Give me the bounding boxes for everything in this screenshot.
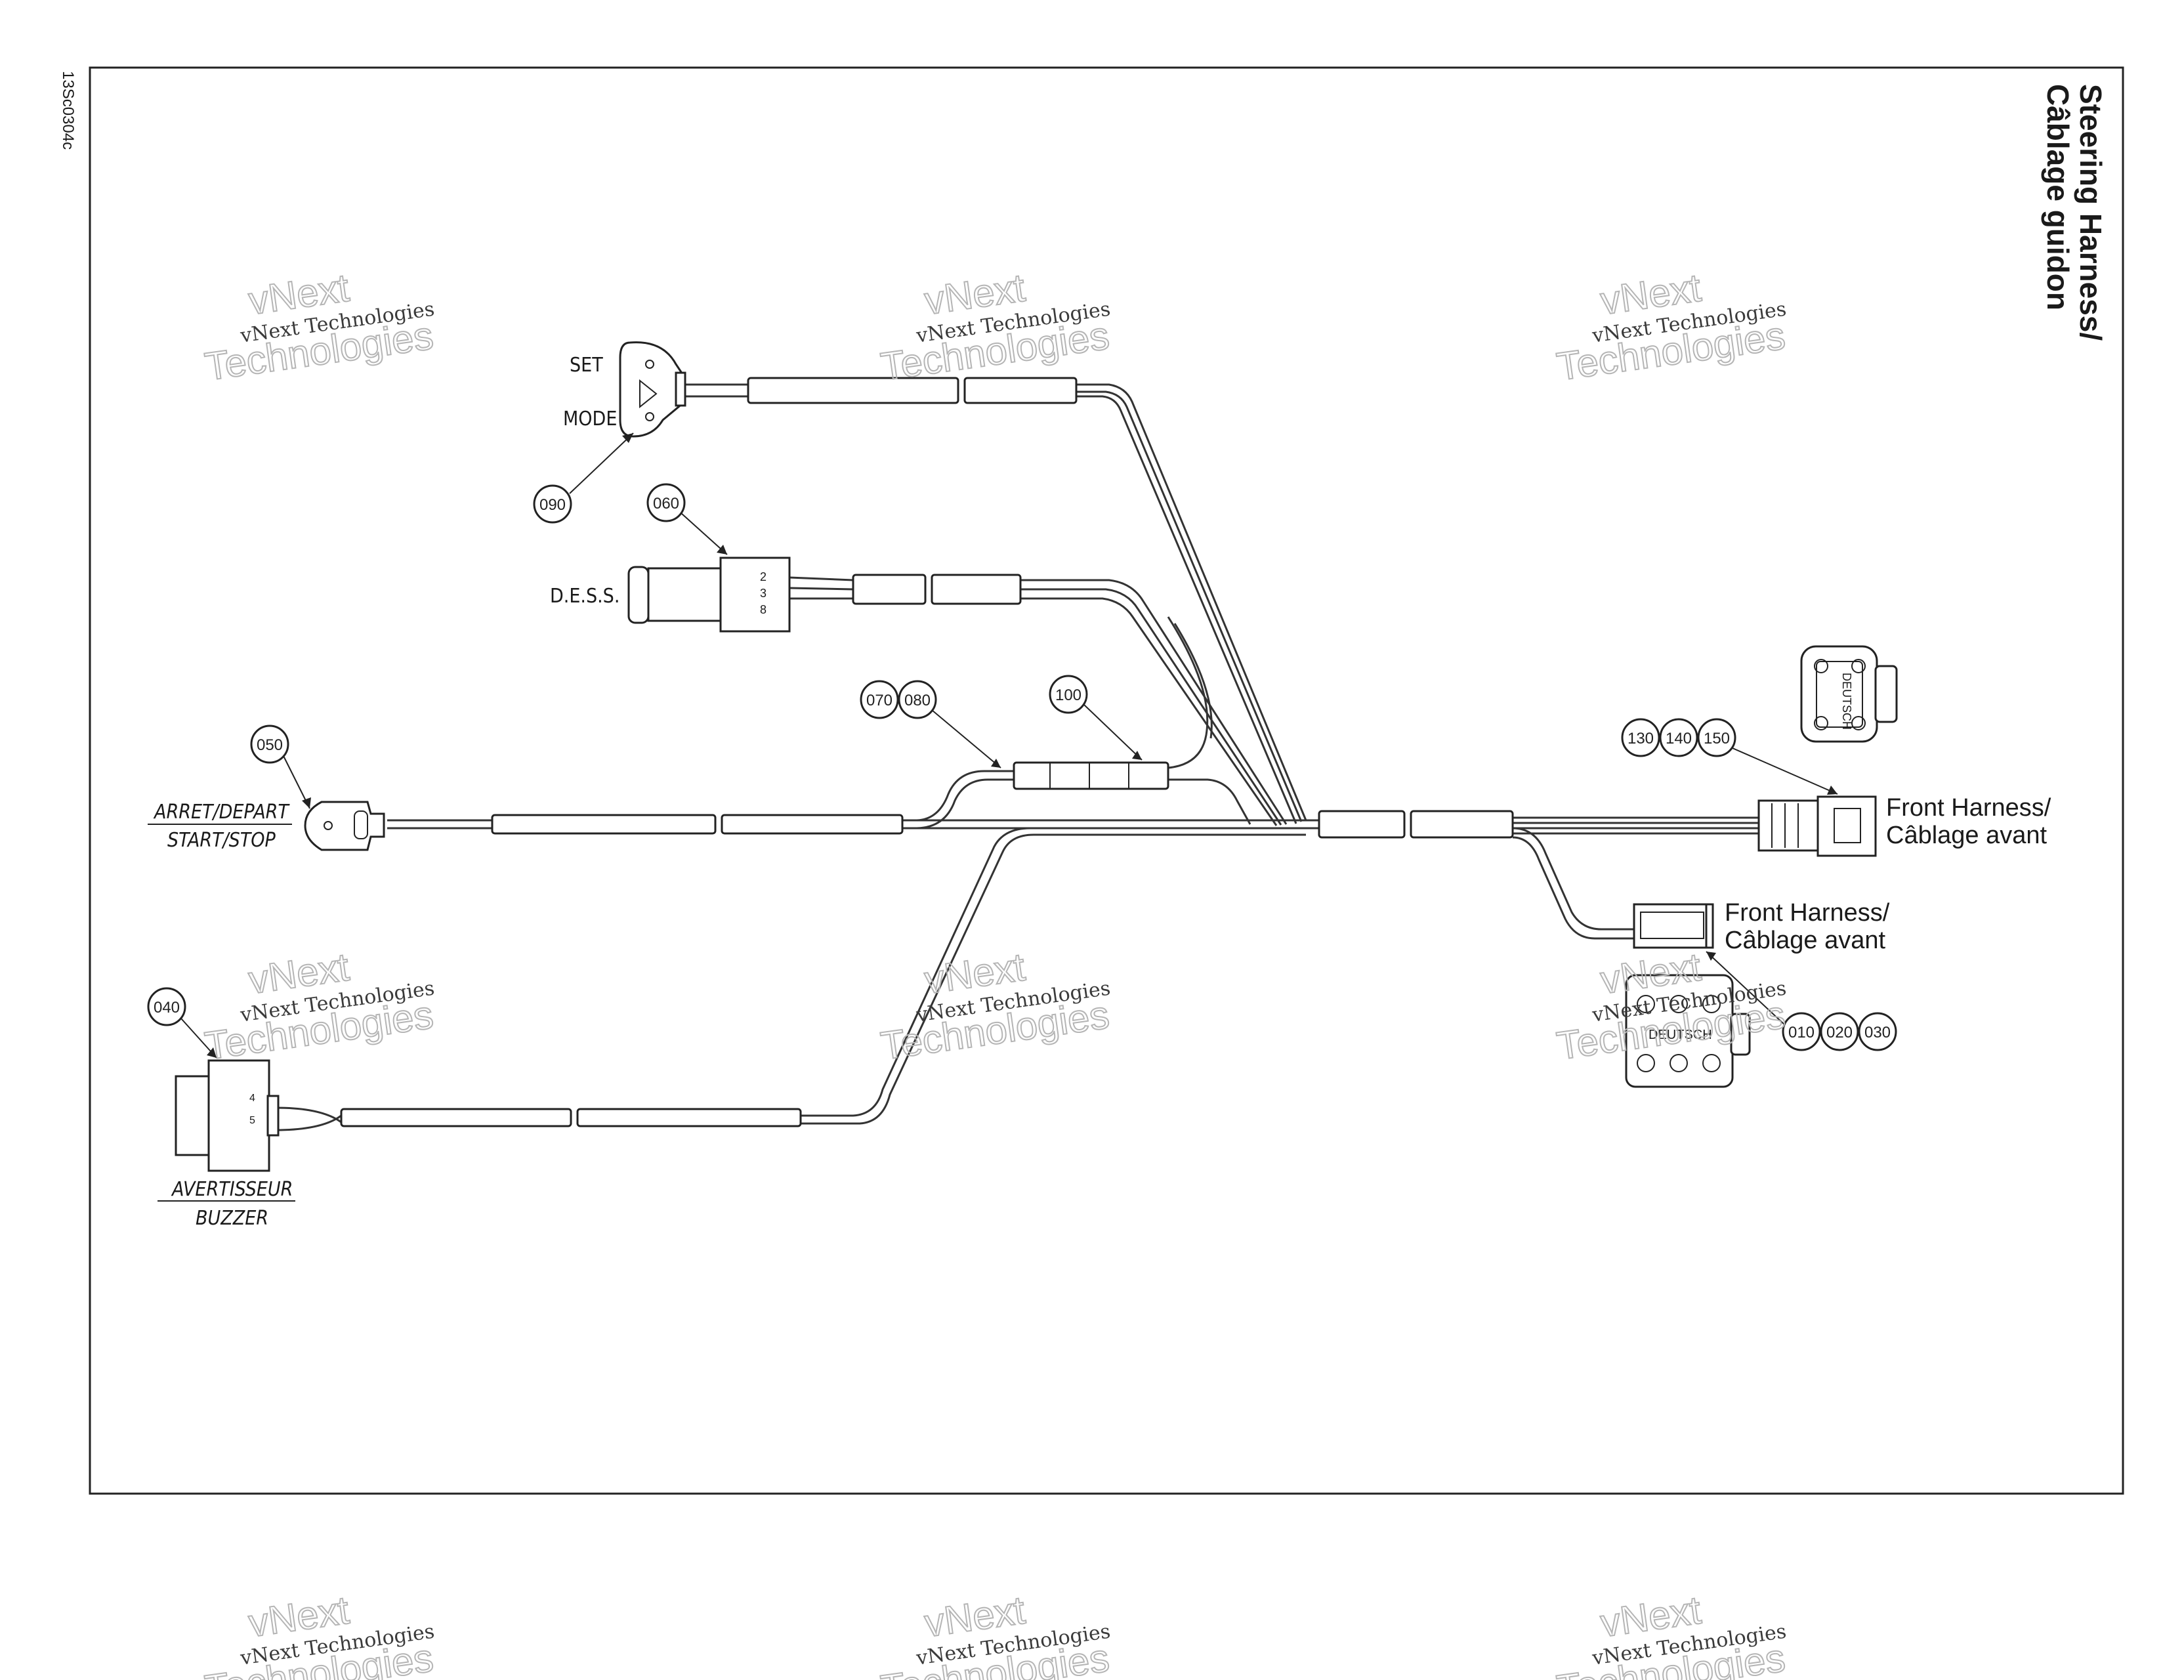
front-harness-2-line2: Câblage avant [1725,927,1886,954]
drawing-frame [89,66,2124,1495]
dess-pin-8: 8 [760,603,766,616]
wires [275,383,1759,1131]
dess-pin-2: 2 [760,570,766,583]
deutsch-connector-detail-2: DEUTSCH [1625,974,1751,1088]
callout-090: 090 [539,496,566,514]
buzzer-label: BUZZER [196,1207,268,1230]
callout-080: 080 [904,692,931,709]
buzzer-connector: 4 5 [175,1059,280,1172]
mode-label: MODE [563,408,617,430]
buzzer-pin-4: 4 [249,1093,255,1104]
deutsch-connector-detail-1: DEUTSCH [1800,645,1898,743]
title-line1: Steering Harness/ [2074,84,2108,341]
watermarks: vNext vNext Technologies Technologies vN… [201,264,1788,1680]
front-harness-connector-1 [1757,795,1877,857]
dess-label: D.E.S.S. [550,585,620,608]
callout-060: 060 [653,495,679,513]
callout-010: 010 [1788,1024,1815,1041]
start-stop-switch [304,801,385,851]
avertisseur-label: AVERTISSEUR [171,1178,293,1201]
start-stop-label: START/STOP [167,829,276,852]
set-label: SET [570,354,603,377]
callout-140: 140 [1666,730,1692,747]
set-mode-switch [619,341,686,438]
buzzer-pin-5: 5 [249,1115,255,1126]
title-line2: Câblage guidon [2041,84,2075,310]
sleeves [340,377,1514,1127]
callout-030: 030 [1864,1024,1891,1041]
callout-020: 020 [1826,1024,1853,1041]
arret-depart-label: ARRET/DEPART [153,801,290,824]
doc-code: 13Sc0304c [59,71,77,150]
callout-100: 100 [1055,686,1082,704]
front-harness-connector-2 [1633,903,1714,949]
callout-150: 150 [1704,730,1730,747]
dess-connector: 2 3 8 [627,556,791,633]
callout-130: 130 [1628,730,1654,747]
page-title: Steering Harness/ Câblage guidon [2041,84,2108,341]
fuse-holder [1013,761,1169,790]
callout-050: 050 [257,736,283,754]
dess-pin-3: 3 [760,587,766,600]
callout-070: 070 [866,692,892,709]
callouts: 090 060 070 080 100 050 040 130 [147,432,1897,1059]
front-harness-1-line2: Câblage avant [1886,822,2048,849]
front-harness-2-line1: Front Harness/ [1725,899,1890,927]
deutsch-label-2: DEUTSCH [1648,1028,1712,1042]
deutsch-label-1: DEUTSCH [1840,673,1853,730]
front-harness-1-line1: Front Harness/ [1886,794,2051,822]
callout-040: 040 [154,999,180,1017]
